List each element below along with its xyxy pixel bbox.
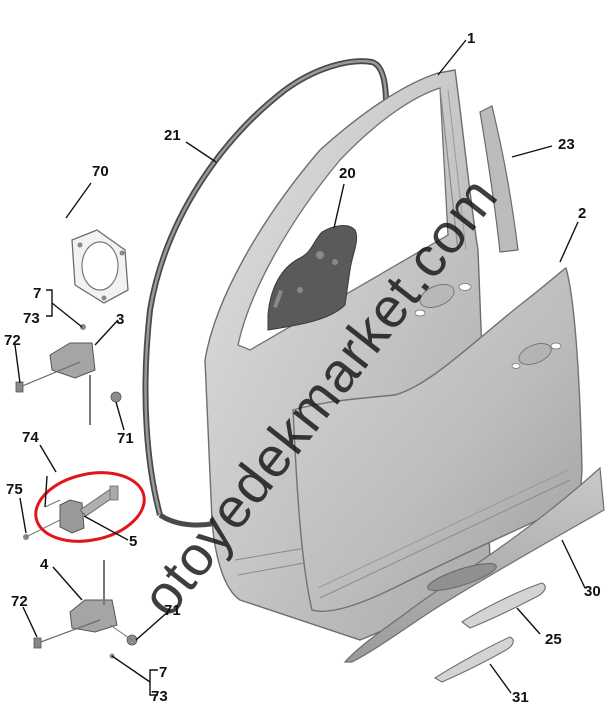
callout-75: 75 — [6, 481, 23, 498]
callout-31: 31 — [512, 689, 529, 706]
part-25-insert — [461, 582, 546, 629]
callout-72-lower: 72 — [11, 593, 28, 610]
callout-30: 30 — [584, 583, 601, 600]
callout-73-lower: 73 — [151, 688, 168, 705]
callout-72-upper: 72 — [4, 332, 21, 349]
callout-21: 21 — [164, 127, 181, 144]
callout-7-lower: 7 — [159, 664, 168, 681]
part-2-outer-skin — [292, 266, 583, 612]
callout-70: 70 — [92, 163, 109, 180]
part-4-lower-hinge — [33, 560, 138, 659]
part-70-speaker-ring — [71, 229, 129, 304]
highlight-ellipse — [34, 471, 146, 543]
callout-3: 3 — [116, 311, 125, 328]
part-30-lower-moulding — [343, 466, 605, 663]
callout-4: 4 — [40, 556, 49, 573]
part-5-check-strap — [23, 485, 119, 540]
callout-71-lower: 71 — [164, 602, 181, 619]
callout-7-upper: 7 — [33, 285, 42, 302]
part-31-insert — [433, 636, 514, 683]
callout-20: 20 — [339, 165, 356, 182]
callout-1: 1 — [467, 30, 476, 47]
leader-lines — [14, 39, 586, 696]
part-23-pillar-trim — [479, 105, 519, 253]
callout-71-upper: 71 — [117, 430, 134, 447]
callout-5: 5 — [129, 533, 138, 550]
part-20-inner-module — [267, 225, 358, 331]
callout-2: 2 — [578, 205, 587, 222]
part-3-upper-hinge — [15, 324, 122, 425]
callout-23: 23 — [558, 136, 575, 153]
callout-74: 74 — [22, 429, 39, 446]
callout-73-upper: 73 — [23, 310, 40, 327]
callout-25: 25 — [545, 631, 562, 648]
